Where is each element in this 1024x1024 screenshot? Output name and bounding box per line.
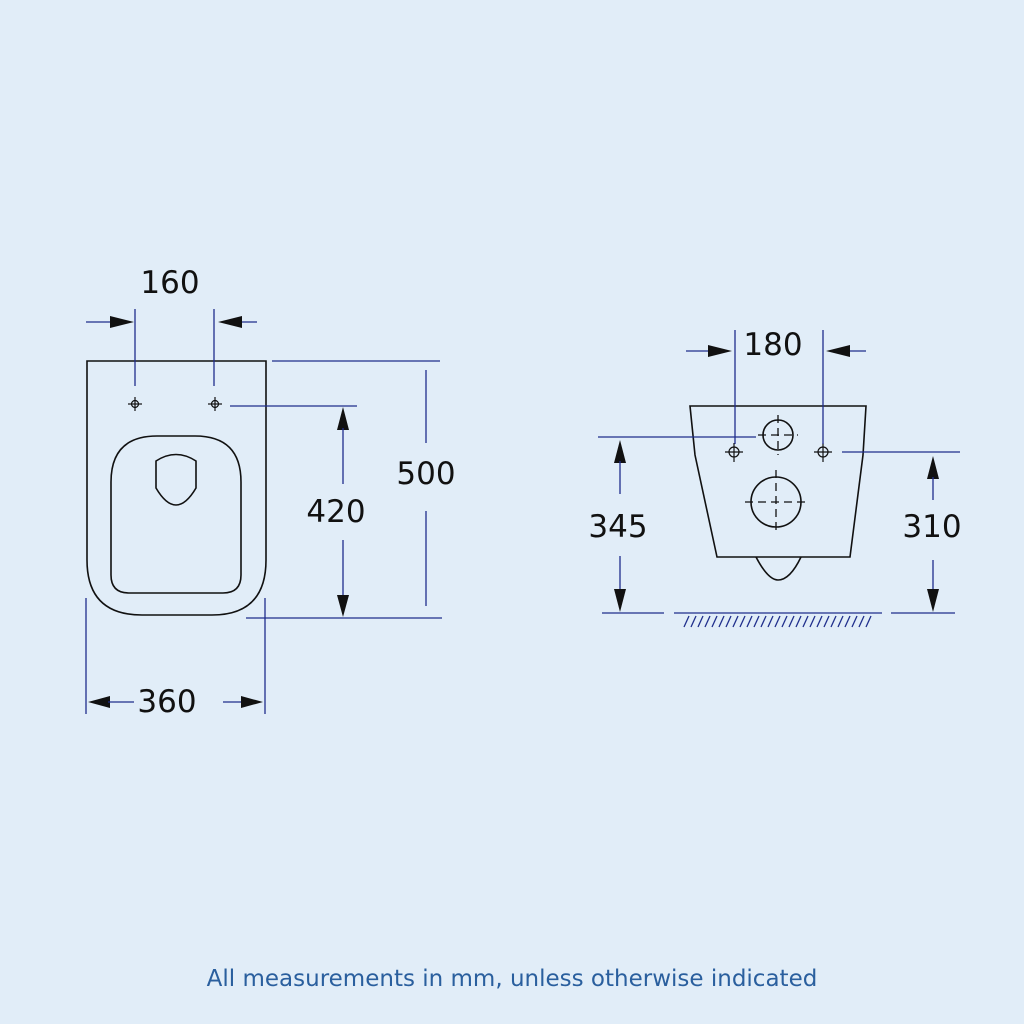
floor-hatch-mark [725,615,732,628]
floor-hatch-mark [739,615,746,628]
floor-hatch-mark [802,615,809,628]
wall-fixing-hole-left [725,443,743,462]
floor-hatch-mark [830,615,837,628]
floor-hatch-mark [844,615,851,628]
dimension-overall-length: 500 [246,360,456,619]
floor-hatch-mark [837,615,844,628]
floor-line [674,612,882,628]
dimension-hole-to-front: 420 [230,405,366,617]
spigot-outline [755,556,802,581]
seat-fixing-hole-right [208,397,222,411]
floor-hatch-mark [823,615,830,628]
label-width: 360 [137,684,196,720]
floor-hatch-mark [774,615,781,628]
floor-hatch-mark [690,615,697,628]
floor-hatch-mark [732,615,739,628]
floor-hatch-mark [795,615,802,628]
dimension-width: 360 [85,598,266,720]
floor-hatch-mark [865,615,872,628]
floor-hatch-mark [781,615,788,628]
floor-hatch-mark [851,615,858,628]
floor-hatch-mark [809,615,816,628]
seat-opening [110,435,242,594]
label-waste-height: 345 [588,509,647,545]
waste-outlet-circle [745,470,808,533]
label-hole-to-front: 420 [306,494,365,530]
floor-hatch-mark [711,615,718,628]
label-fixing-height: 310 [902,509,961,545]
bowl-outlet [155,453,197,506]
dimension-waste-height: 345 [588,436,756,614]
dimension-fixing-height: 310 [842,451,962,614]
inlet-circle [758,415,798,455]
label-hole-spacing: 160 [140,265,199,301]
floor-hatch-mark [788,615,795,628]
dimension-fixing-spacing: 180 [686,327,866,444]
floor-hatch-mark [858,615,865,628]
label-overall-length: 500 [396,456,455,492]
dimension-hole-spacing: 160 [86,265,257,386]
floor-hatch-mark [746,615,753,628]
floor-hatch-mark [753,615,760,628]
measurement-footnote: All measurements in mm, unless otherwise… [206,966,818,992]
floor-hatch-mark [767,615,774,628]
wall-fixing-hole-right [814,443,832,462]
pan-outline [86,360,267,616]
back-view: 180 345 310 [588,327,962,628]
floor-hatch-mark [760,615,767,628]
floor-hatch-mark [816,615,823,628]
pan-back-outline [689,405,867,558]
floor-hatch-mark [697,615,704,628]
seat-fixing-hole-left [128,397,142,411]
label-fixing-spacing: 180 [743,327,802,363]
floor-hatch-mark [683,615,690,628]
top-view: 160 500 420 360 [85,265,456,720]
floor-hatch-mark [718,615,725,628]
floor-hatch-mark [704,615,711,628]
